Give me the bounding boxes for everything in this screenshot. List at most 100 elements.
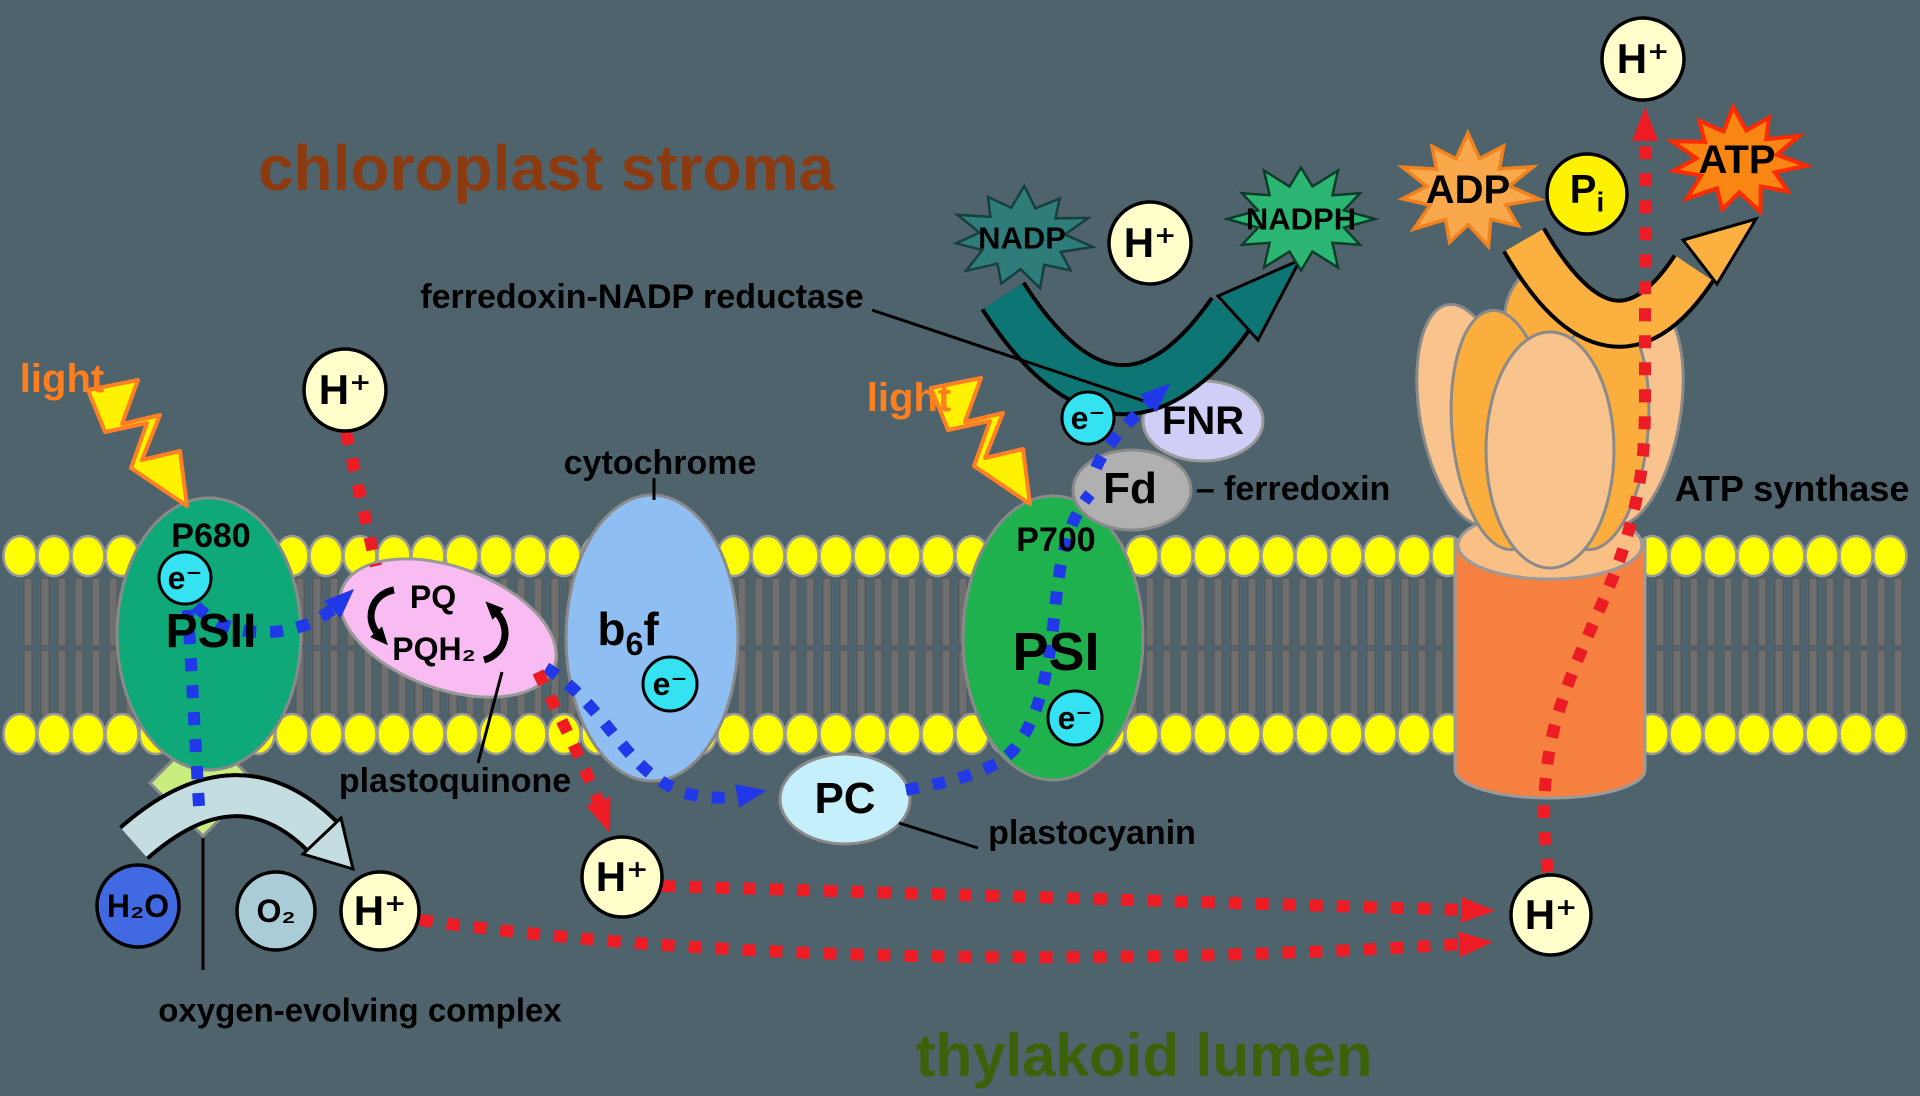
electron-circle-b6f <box>641 655 699 713</box>
pq-label: PQ <box>409 579 457 615</box>
h2o-label: H₂O <box>106 888 170 924</box>
water-splitting-arrow <box>119 773 356 872</box>
proton-path-stroma-to-pq <box>340 430 382 568</box>
lipid-head <box>2 712 38 756</box>
lipid-head <box>1702 534 1738 578</box>
lipid-head <box>886 534 922 578</box>
lipid-tail <box>40 577 50 647</box>
lipid-tail <box>1808 649 1818 717</box>
lipid-tail <box>1400 649 1410 717</box>
psii-label: PSII <box>165 605 257 658</box>
lipid-tail <box>754 577 764 647</box>
lipid-head <box>512 712 548 756</box>
lipid-head <box>104 712 140 756</box>
lipid-tail <box>907 577 917 647</box>
plastocyanin-label: plastocyanin <box>988 814 1196 852</box>
lipid-tail <box>1247 577 1257 647</box>
cytochrome-label: cytochrome <box>563 444 757 482</box>
plastocyanin-ellipse <box>778 752 912 846</box>
lipid-tail <box>907 649 917 717</box>
proton-path-lumen-2 <box>419 914 1493 964</box>
b6f-label: b6f <box>597 602 659 662</box>
lipid-tail <box>1366 649 1376 717</box>
lipid-tail <box>1281 649 1291 717</box>
lipid-tail <box>1689 649 1699 717</box>
lipid-head <box>784 534 820 578</box>
electron-circle-psi <box>1046 689 1104 747</box>
electron-path-pq-to-pc <box>542 662 767 808</box>
lipid-head <box>36 712 72 756</box>
h-plus-circle-top-right <box>1600 16 1686 102</box>
lipid-head <box>1872 534 1908 578</box>
lipid-tail <box>1655 649 1665 717</box>
lipid-tail <box>1213 649 1223 717</box>
lipid-tail <box>754 649 764 717</box>
lightning-bolt-psii <box>86 378 189 508</box>
pqh2-label: PQH₂ <box>392 631 476 667</box>
lipid-tail <box>856 577 866 647</box>
lipid-head <box>1668 534 1704 578</box>
electron-path-pc-to-fd <box>904 490 1095 796</box>
lipid-tail <box>890 577 900 647</box>
lipid-head <box>410 712 446 756</box>
atp-synthase-label: ATP synthase <box>1674 468 1910 509</box>
electron-label-b6f: e⁻ <box>652 666 688 702</box>
lipid-tail <box>312 649 322 717</box>
lipid-tail <box>1434 649 1444 717</box>
lipid-tail <box>941 649 951 717</box>
lipid-head <box>70 534 106 578</box>
lipid-head <box>1770 534 1806 578</box>
lipid-tail <box>108 649 118 717</box>
lipid-tail <box>1247 649 1257 717</box>
lipid-head <box>1192 534 1228 578</box>
proton-path-lumen-1 <box>661 880 1495 923</box>
electron-path-fd-to-nadp <box>1090 383 1171 471</box>
lipid-head <box>1804 534 1840 578</box>
o2-label: O₂ <box>256 893 296 929</box>
lipid-tail <box>1162 649 1172 717</box>
lipid-tail <box>1400 577 1410 647</box>
proton-path <box>340 107 1658 964</box>
lipid-tail <box>1298 577 1308 647</box>
atp-label: ATP <box>1698 138 1776 182</box>
h-plus-label-top-right: H⁺ <box>1616 35 1670 82</box>
h-plus-label-stroma-left: H⁺ <box>318 366 372 413</box>
lipid-tail <box>1145 577 1155 647</box>
lipid-head <box>36 534 72 578</box>
pi-circle <box>1545 152 1629 236</box>
electron-label-psii: e⁻ <box>167 560 203 596</box>
lipid-head <box>920 712 956 756</box>
lipid-tail <box>839 577 849 647</box>
lipid-tail <box>1366 577 1376 647</box>
lipid-tail <box>1740 577 1750 647</box>
psi-label: PSI <box>1012 622 1100 682</box>
lipid-head <box>920 534 956 578</box>
lipid-tail <box>40 649 50 717</box>
lipid-tail <box>57 649 67 717</box>
lipid-head <box>1736 712 1772 756</box>
lipid-head <box>1260 534 1296 578</box>
lipid-head <box>852 534 888 578</box>
h-plus-label-lumen-right: H⁺ <box>1524 891 1578 938</box>
lipid-tail <box>1383 649 1393 717</box>
lipid-tail <box>91 577 101 647</box>
nadp-to-nadph-arrow <box>980 256 1304 417</box>
electron-path-psii-to-pq <box>191 588 355 639</box>
lipid-tail <box>1723 577 1733 647</box>
lipid-tail <box>1196 649 1206 717</box>
lipid-head <box>2 534 38 578</box>
pq-cycle-arrow-down <box>367 586 395 646</box>
lipid-head <box>1294 534 1330 578</box>
lipid-tail <box>329 649 339 717</box>
lipid-head <box>1226 712 1262 756</box>
electron-label-fnr: e⁻ <box>1070 400 1106 436</box>
lipid-head <box>70 712 106 756</box>
p700-label: P700 <box>1016 521 1096 559</box>
electron-label-psi: e⁻ <box>1057 700 1093 736</box>
ferredoxin-ellipse <box>1071 448 1193 532</box>
lipid-head <box>1362 534 1398 578</box>
lipid-head <box>342 712 378 756</box>
lipid-head <box>308 712 344 756</box>
h-plus-circle-stroma-nadp <box>1107 200 1193 286</box>
lipid-tail <box>737 649 747 717</box>
